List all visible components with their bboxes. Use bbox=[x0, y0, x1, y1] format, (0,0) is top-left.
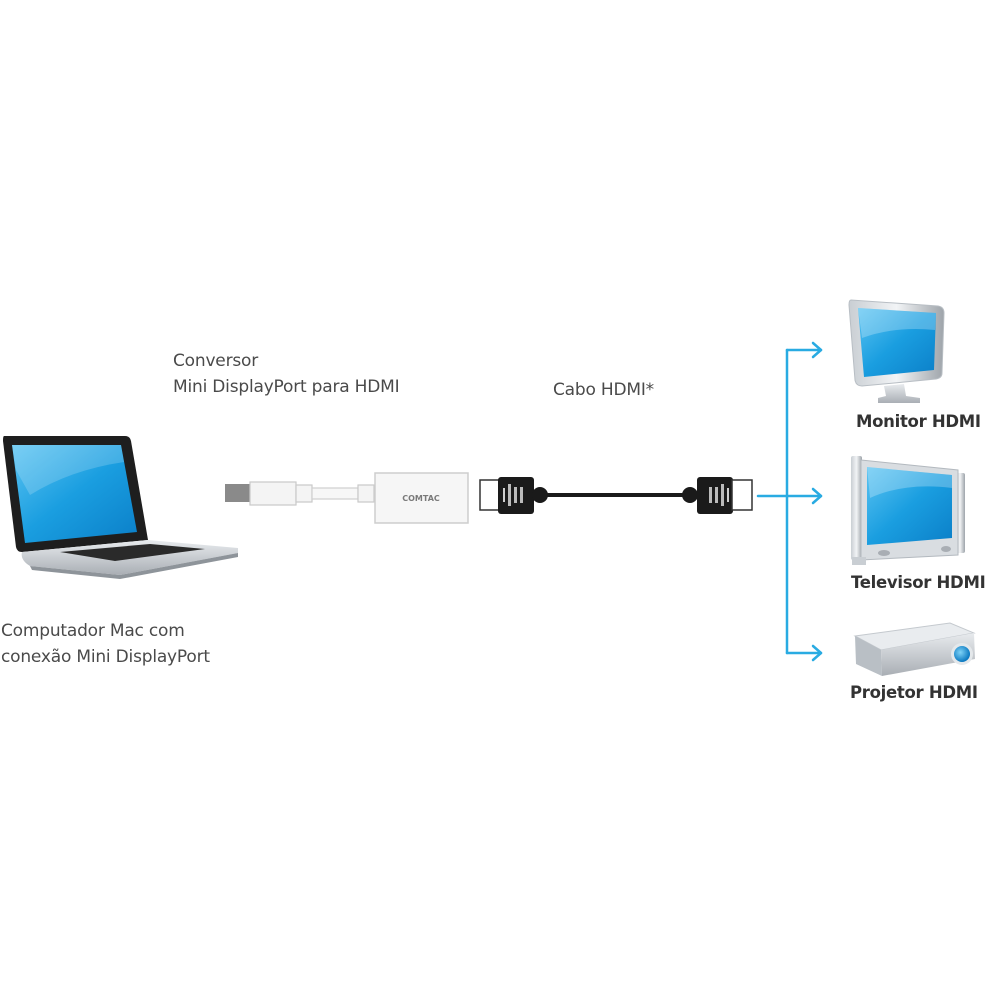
converter-label-line-2: Mini DisplayPort para HDMI bbox=[173, 377, 400, 397]
tv-icon bbox=[851, 456, 965, 565]
adapter-icon: COMTAC bbox=[225, 472, 469, 524]
adapter-brand-logo: COMTAC bbox=[402, 494, 440, 503]
hdmi-cable-label: Cabo HDMI* bbox=[553, 380, 654, 400]
projector-label: Projetor HDMI bbox=[850, 683, 978, 702]
converter-label-line-1: Conversor bbox=[173, 351, 259, 371]
computer-label-line-1: Computador Mac com bbox=[1, 621, 185, 641]
tv-label: Televisor HDMI bbox=[851, 573, 986, 592]
arrow-to-projector bbox=[785, 644, 823, 662]
computer-label-line-2: conexão Mini DisplayPort bbox=[1, 647, 210, 667]
arrow-to-tv bbox=[756, 487, 823, 505]
monitor-icon bbox=[848, 299, 945, 403]
distribution-arrows bbox=[756, 341, 823, 662]
laptop-icon bbox=[3, 436, 238, 579]
converter-label: Conversor Mini DisplayPort para HDMI bbox=[173, 348, 400, 400]
arrow-to-monitor bbox=[785, 341, 823, 359]
monitor-label: Monitor HDMI bbox=[856, 412, 981, 431]
computer-label: Computador Mac com conexão Mini DisplayP… bbox=[1, 618, 210, 670]
projector-icon bbox=[853, 622, 976, 676]
hdmi-cable-icon bbox=[479, 477, 753, 514]
